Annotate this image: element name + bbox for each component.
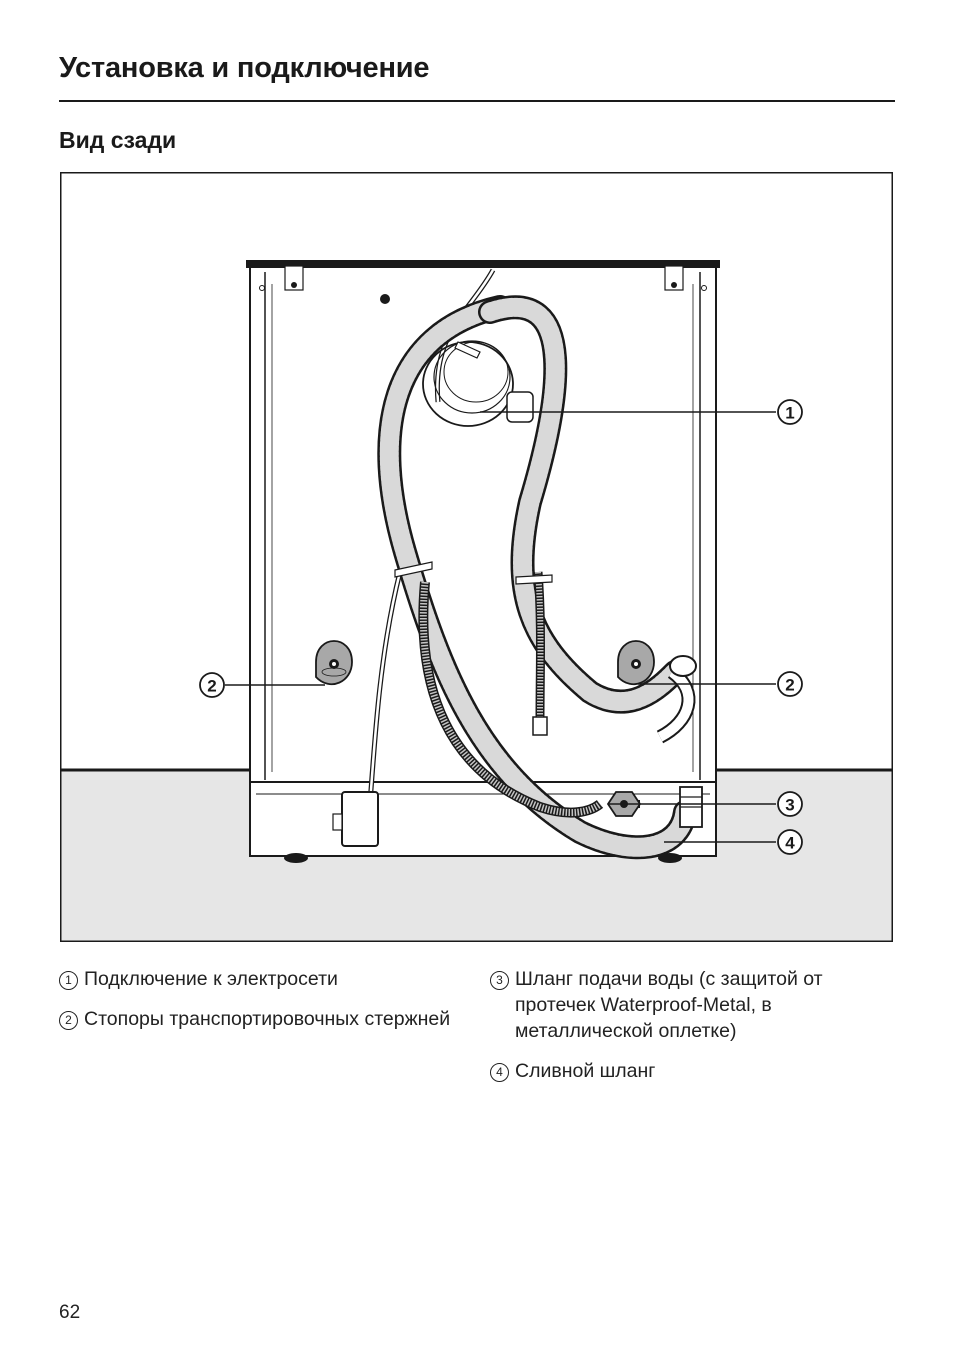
callout-1-label: 1: [785, 404, 794, 423]
drain-hose: [377, 295, 697, 860]
page-number: 62: [59, 1302, 81, 1323]
legend-number: 2: [59, 1011, 78, 1030]
page-title: Установка и подключение: [59, 52, 430, 84]
legend-text: Подключение к электросети: [84, 968, 338, 990]
transport-stopper-left: [315, 640, 353, 686]
section-title: Вид сзади: [59, 127, 177, 153]
legend-left-column: 1 Подключение к электросети 2 Стопоры тр…: [59, 966, 459, 1046]
legend-text: Стопоры транспортировочных стержней: [84, 1008, 451, 1030]
legend-item-water-inlet-hose: 3 Шланг подачи воды (с защитой от протеч…: [490, 966, 895, 1044]
callout-2-left-label: 2: [207, 677, 216, 696]
legend-item-transport-stoppers: 2 Стопоры транспортировочных стержней: [59, 1006, 459, 1032]
rear-view-figure: 1 2 2 3 4: [60, 172, 893, 942]
leader-lines: [225, 411, 776, 843]
legend-item-power-connection: 1 Подключение к электросети: [59, 966, 459, 992]
callout-4-label: 4: [785, 834, 795, 853]
legend-number: 3: [490, 971, 509, 990]
callout-2-right: 2: [777, 671, 803, 697]
figure-frame: [60, 172, 893, 942]
transport-stopper-right: [617, 640, 655, 686]
legend-right-column: 3 Шланг подачи воды (с защитой от протеч…: [490, 966, 895, 1098]
legend-item-drain-hose: 4 Сливной шланг: [490, 1058, 895, 1084]
rear-view-illustration: 1 2 2 3 4: [60, 172, 893, 942]
callout-2-left: 2: [199, 672, 225, 698]
callout-4: 4: [777, 829, 803, 855]
title-divider: [59, 100, 895, 102]
callout-3: 3: [777, 791, 803, 817]
legend-text: Шланг подачи воды (с защитой от протечек…: [515, 968, 823, 1042]
callout-1: 1: [777, 399, 803, 425]
callout-3-label: 3: [785, 796, 794, 815]
legend-number: 1: [59, 971, 78, 990]
callout-2-right-label: 2: [785, 676, 794, 695]
hose-clips: [394, 341, 553, 585]
legend-number: 4: [490, 1063, 509, 1082]
legend-text: Сливной шланг: [515, 1060, 656, 1082]
